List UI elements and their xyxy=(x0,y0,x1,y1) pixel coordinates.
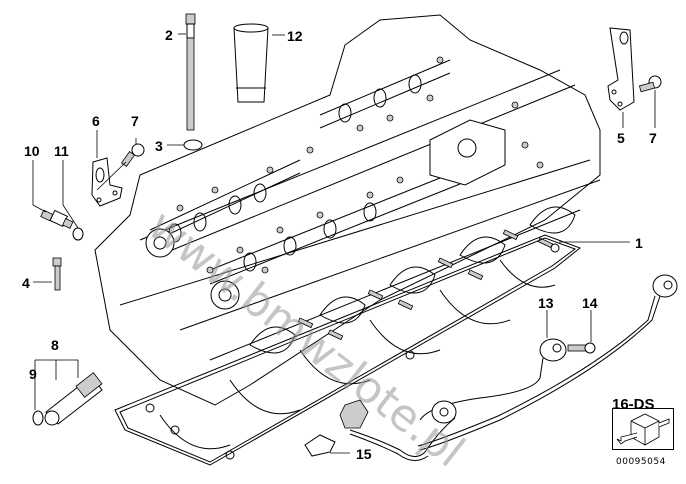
spark-plug-tube[interactable] xyxy=(233,23,269,103)
callout-15[interactable]: 15 xyxy=(356,446,372,462)
callout-2[interactable]: 2 xyxy=(165,27,173,43)
oil-filter-sleeve[interactable] xyxy=(44,372,103,426)
head-bolt[interactable] xyxy=(185,13,196,131)
callout-8[interactable]: 8 xyxy=(51,337,59,353)
o-ring[interactable] xyxy=(32,410,44,426)
lifting-eye[interactable] xyxy=(91,157,123,207)
callout-7-right[interactable]: 7 xyxy=(649,130,657,146)
reference-code: 00095054 xyxy=(616,457,666,467)
callout-13[interactable]: 13 xyxy=(538,295,554,311)
callout-11[interactable]: 11 xyxy=(54,143,69,159)
leader-lines xyxy=(32,33,656,454)
callout-1[interactable]: 1 xyxy=(635,235,643,251)
seal-ring[interactable] xyxy=(72,227,84,241)
bolt-14[interactable] xyxy=(567,342,596,354)
wiring-harness[interactable] xyxy=(339,399,457,461)
plug[interactable] xyxy=(40,209,74,229)
callout-10[interactable]: 10 xyxy=(24,143,40,159)
head-gasket[interactable] xyxy=(114,234,582,466)
bracket[interactable] xyxy=(607,27,635,111)
clip[interactable] xyxy=(304,434,336,457)
cylinder-head[interactable] xyxy=(94,14,601,406)
callout-4[interactable]: 4 xyxy=(22,275,30,291)
cube-arrow-icon xyxy=(616,413,670,446)
callout-3[interactable]: 3 xyxy=(155,138,163,154)
callout-14[interactable]: 14 xyxy=(582,295,598,311)
knock-sensor-2[interactable] xyxy=(417,274,678,451)
bolt-4[interactable] xyxy=(52,257,62,291)
washer[interactable] xyxy=(183,139,203,151)
callout-6[interactable]: 6 xyxy=(92,113,100,129)
bolt-7-right[interactable] xyxy=(638,75,662,93)
callout-9[interactable]: 9 xyxy=(29,366,37,382)
callout-12[interactable]: 12 xyxy=(287,28,303,44)
reference-box[interactable] xyxy=(612,408,674,450)
knock-sensor[interactable] xyxy=(419,338,567,421)
callout-5[interactable]: 5 xyxy=(617,130,625,146)
callout-7-left[interactable]: 7 xyxy=(131,113,139,129)
